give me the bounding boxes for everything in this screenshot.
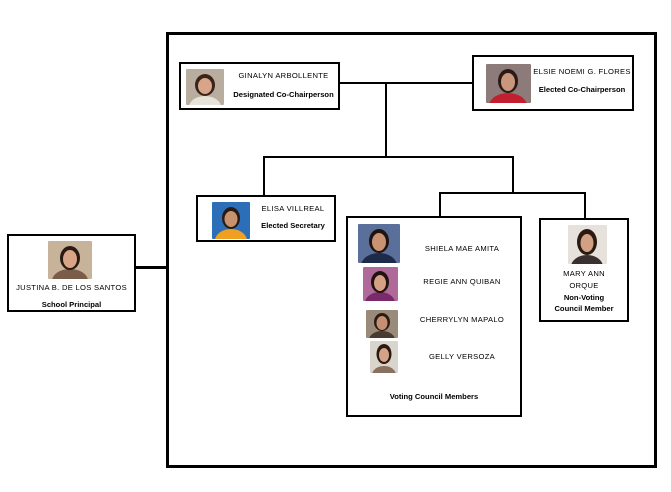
secretary-photo: [212, 202, 250, 239]
voting-members-role: Voting Council Members: [389, 392, 479, 401]
connector-voting: [439, 192, 441, 217]
member-photo-3: [366, 310, 398, 338]
connector-principal: [136, 266, 167, 269]
connector-mid-horizontal: [263, 156, 514, 158]
member-name-3: CHERRYLYN MAPALO: [419, 315, 505, 324]
secretary-name: ELISA VILLREAL: [261, 204, 325, 213]
designated-co-chair-name: GINALYN ARBOLLENTE: [238, 71, 329, 80]
designated-co-chair-card: GINALYN ARBOLLENTE Designated Co-Chairpe…: [179, 62, 340, 110]
member-name-1: SHIELA MAE AMITA: [424, 244, 500, 253]
elected-co-chair-card: ELSIE NOEMI G. FLORES Elected Co-Chairpe…: [472, 55, 634, 111]
connector-right-branch: [512, 156, 514, 193]
principal-card: JUSTINA B. DE LOS SANTOS School Principa…: [7, 234, 136, 312]
member-name-4: GELLY VERSOZA: [428, 352, 496, 361]
non-voting-member-name-line2: ORQUE: [569, 281, 599, 290]
principal-role: School Principal: [41, 300, 102, 309]
secretary-role: Elected Secretary: [261, 221, 325, 230]
designated-co-chair-role: Designated Co-Chairperson: [233, 90, 334, 99]
member-name-2: REGIE ANN QUIBAN: [423, 277, 501, 286]
member-photo-2: [363, 267, 398, 301]
voting-members-card: SHIELA MAE AMITA REGIE ANN QUIBAN CHERRY…: [346, 216, 522, 417]
connector-secretary: [263, 156, 265, 196]
connector-top-horizontal: [339, 82, 473, 84]
designated-co-chair-photo: [186, 69, 224, 105]
member-photo-4: [370, 341, 398, 373]
non-voting-member-role-line1: Non-Voting: [563, 293, 605, 302]
principal-photo: [48, 241, 92, 279]
secretary-card: ELISA VILLREAL Elected Secretary: [196, 195, 336, 242]
connector-lower-horizontal: [439, 192, 585, 194]
connector-nonvoting: [584, 192, 586, 219]
non-voting-member-card: MARY ANN ORQUE Non-Voting Council Member: [539, 218, 629, 322]
elected-co-chair-photo: [486, 64, 531, 103]
connector-top-vertical: [385, 82, 387, 157]
principal-name: JUSTINA B. DE LOS SANTOS: [16, 283, 127, 292]
elected-co-chair-name: ELSIE NOEMI G. FLORES: [533, 67, 631, 76]
non-voting-member-role-line2: Council Member: [554, 304, 614, 313]
member-photo-1: [358, 224, 400, 263]
non-voting-member-name-line1: MARY ANN: [563, 269, 605, 278]
non-voting-member-photo: [568, 225, 607, 264]
elected-co-chair-role: Elected Co-Chairperson: [538, 85, 626, 94]
